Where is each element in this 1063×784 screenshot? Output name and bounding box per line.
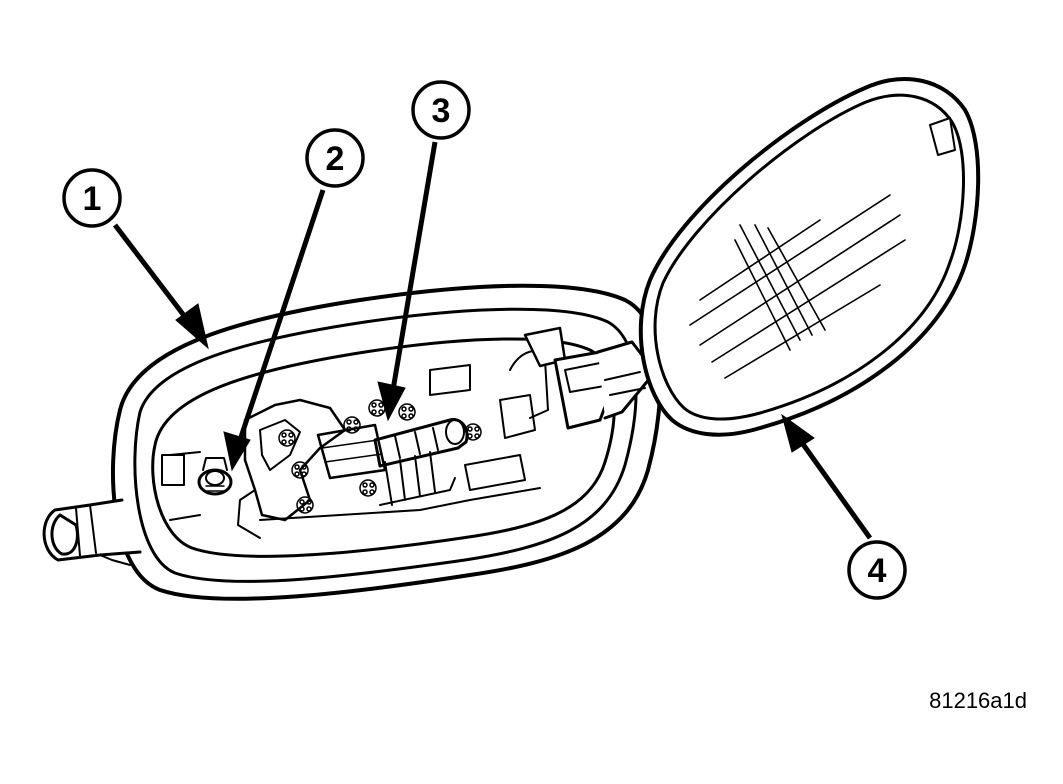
callout-1-label: 1: [83, 180, 102, 218]
callout-1: 1: [62, 168, 122, 228]
callout-3: 3: [411, 80, 471, 140]
leader-arrow-2: [237, 189, 326, 441]
leader-arrow-3: [390, 141, 438, 391]
callout-4-label: 4: [868, 552, 887, 590]
bulb-socket: [161, 451, 233, 521]
lamp-lens: [638, 77, 981, 437]
festoon-bulb: [316, 418, 469, 506]
lamp-housing: [42, 283, 663, 601]
arrowhead-2: [223, 431, 251, 472]
arrowhead-1: [175, 303, 209, 350]
leader-arrow-4: [797, 438, 873, 540]
figure-id: 81216a1d: [929, 688, 1027, 713]
callout-4: 4: [847, 540, 907, 600]
arrowhead-3: [377, 381, 406, 422]
arrowhead-4: [781, 413, 815, 453]
callout-3-label: 3: [432, 92, 451, 130]
leader-arrows: [113, 141, 873, 540]
callout-2-label: 2: [326, 140, 345, 178]
callout-2: 2: [305, 128, 365, 188]
leader-arrow-1: [113, 223, 197, 332]
